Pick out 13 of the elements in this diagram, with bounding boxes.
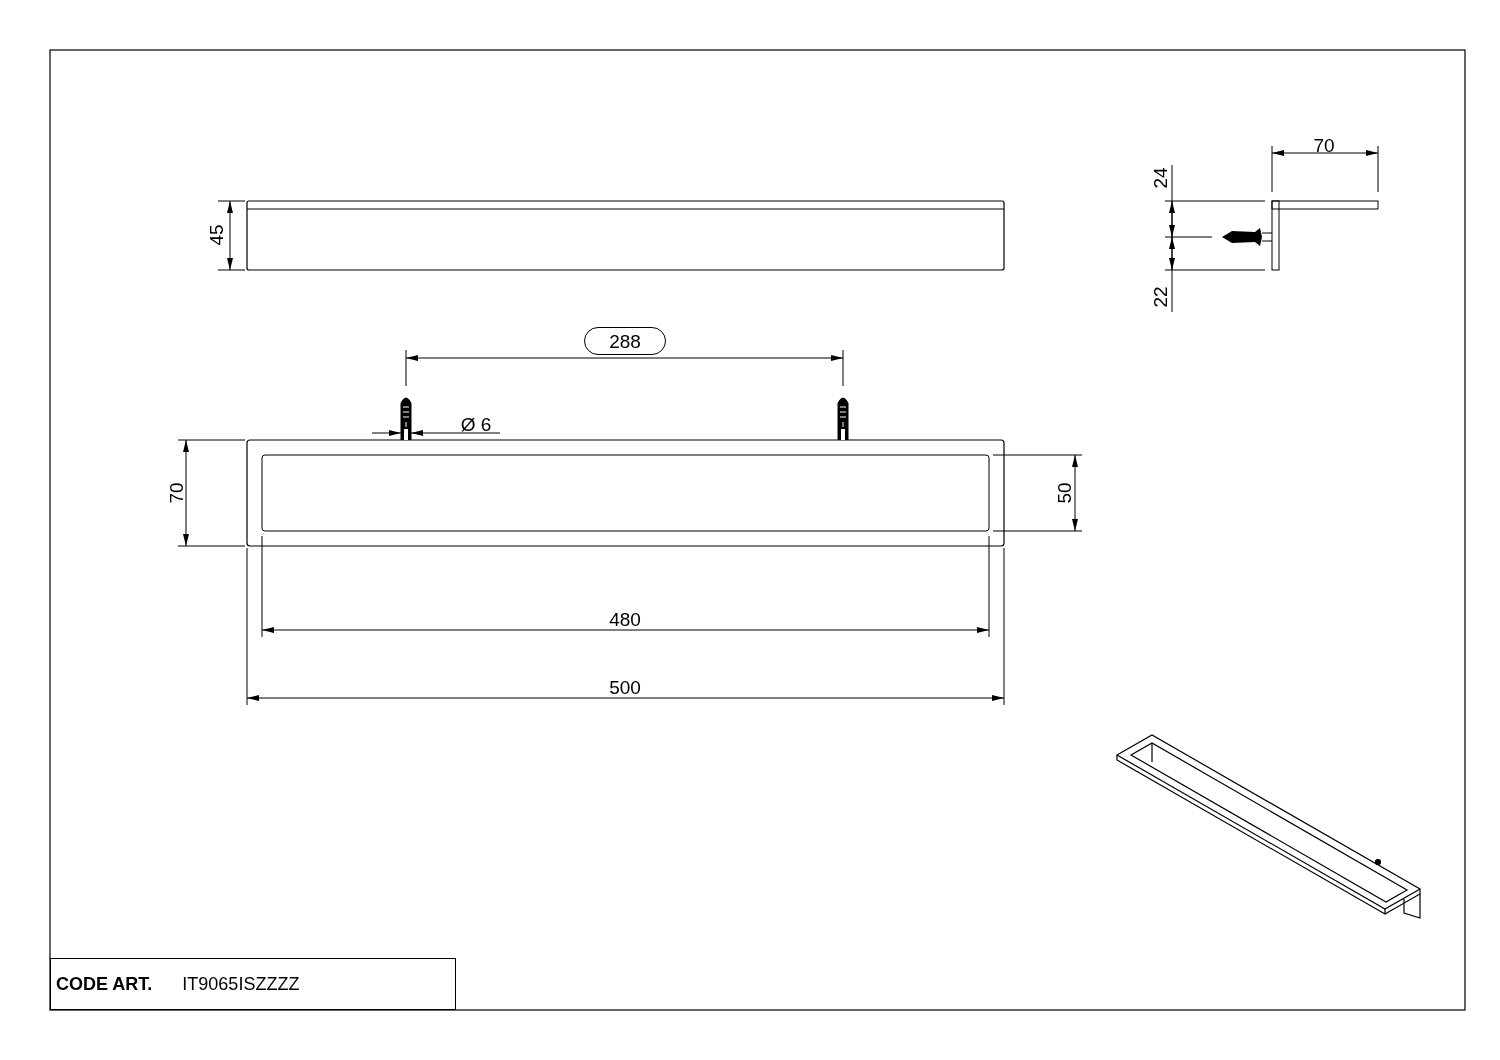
dimension-text: 50 (1054, 482, 1074, 504)
article-code: IT9065ISZZZZ (182, 975, 300, 993)
reference-dimension-capsule: 288 (584, 327, 666, 355)
dimension-text: Ø 6 (460, 414, 492, 434)
dimension-text: 24 (1150, 167, 1170, 189)
title-block (50, 958, 456, 1010)
dimension-text: 70 (166, 482, 186, 504)
dimension-text: 22 (1150, 286, 1170, 308)
dimension-text: 480 (609, 609, 641, 629)
dimension-text: 45 (206, 224, 226, 246)
dimension-text: 500 (609, 677, 641, 697)
field-label: CODE ART. (56, 975, 153, 993)
dimension-text: 70 (1313, 135, 1335, 155)
